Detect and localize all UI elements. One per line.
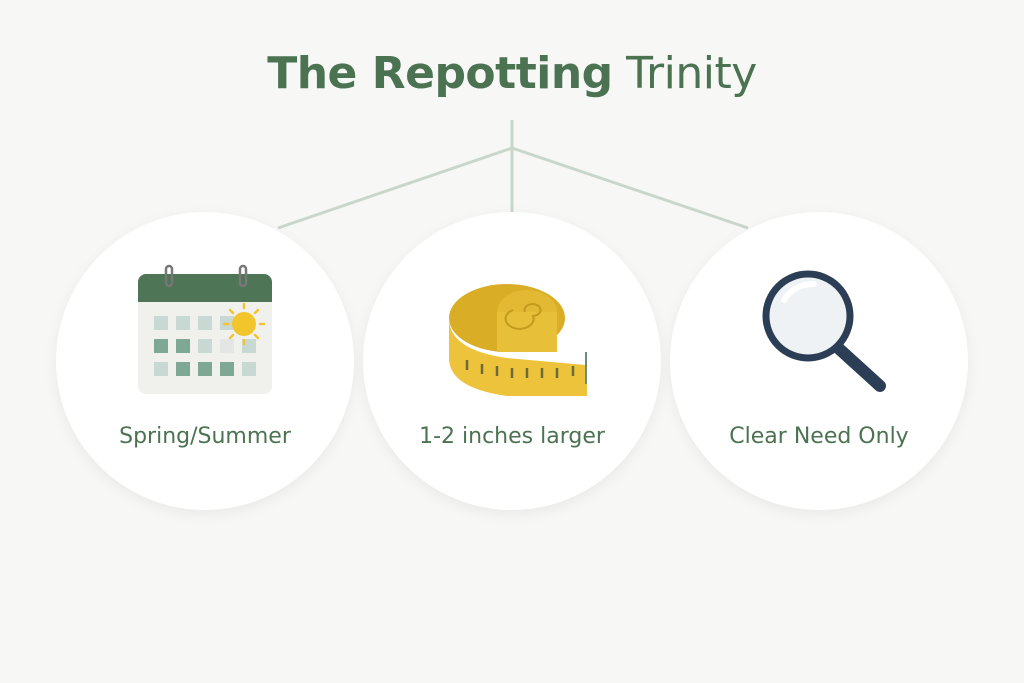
card-clear-need: Clear Need Only xyxy=(670,212,968,510)
magnifying-glass-icon xyxy=(762,270,886,392)
card-spring-summer: Spring/Summer xyxy=(56,212,354,510)
label-pot-size: 1-2 inches larger xyxy=(419,424,605,449)
label-spring-summer: Spring/Summer xyxy=(119,424,291,449)
page-title: The Repotting Trinity xyxy=(0,48,1024,99)
calendar-sun-icon xyxy=(138,264,272,394)
tape-measure-icon xyxy=(449,284,587,396)
title-bold: The Repotting xyxy=(267,48,613,99)
card-pot-size: 1-2 inches larger xyxy=(363,212,661,510)
label-clear-need: Clear Need Only xyxy=(729,424,909,449)
title-light: Trinity xyxy=(626,48,757,99)
